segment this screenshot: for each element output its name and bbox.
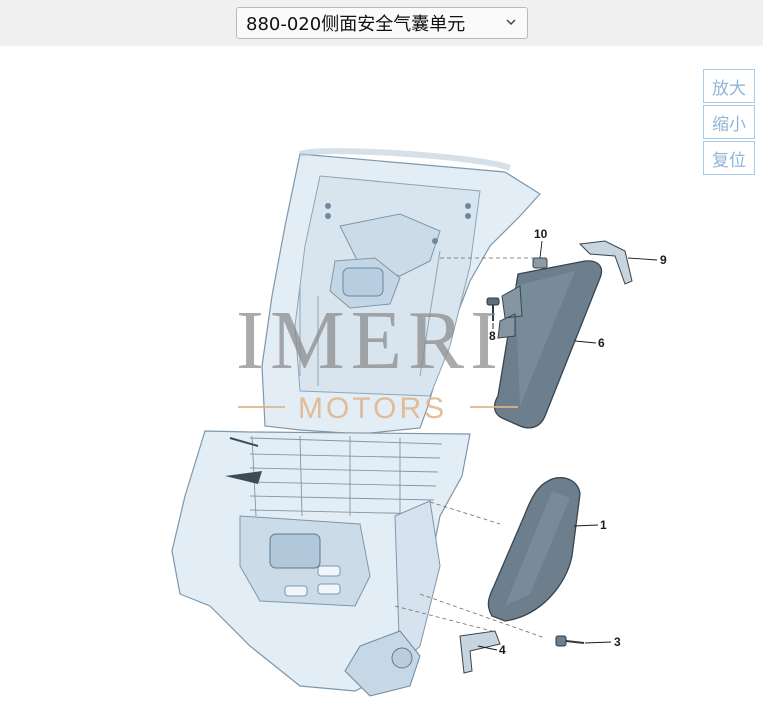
chevron-down-icon (506, 19, 516, 26)
callout-lines (477, 240, 658, 651)
callout-4: 4 (499, 643, 506, 657)
part-8-bolt[interactable] (486, 297, 500, 321)
callout-3: 3 (614, 635, 621, 649)
reset-zoom-button[interactable]: 复位 (703, 141, 755, 175)
watermark-text: IMERI (236, 294, 504, 387)
callout-6: 6 (598, 336, 605, 350)
top-toolbar: 880-020侧面安全气囊单元 (0, 0, 763, 46)
part-4-clip[interactable] (459, 630, 501, 674)
watermark-subtext: MOTORS (298, 392, 447, 425)
part-1-airbag-lower[interactable] (487, 477, 581, 622)
part-9-bracket[interactable] (578, 240, 633, 285)
zoom-in-button[interactable]: 放大 (703, 69, 755, 103)
diagram-select-value: 880-020侧面安全气囊单元 (246, 14, 466, 35)
part-3-screw[interactable] (555, 635, 585, 647)
callout-10: 10 (534, 227, 548, 241)
diagram-select[interactable]: 880-020侧面安全气囊单元 (236, 7, 528, 39)
leader-lines (394, 257, 546, 639)
callout-9: 9 (660, 253, 667, 267)
part-6-airbag-upper[interactable] (493, 260, 603, 429)
watermark-logo: IMERI MOTORS (236, 294, 518, 425)
callout-8: 8 (489, 329, 496, 343)
seat-cushion-frame (171, 430, 471, 697)
callout-numbers: 10 9 8 6 1 3 4 (489, 227, 667, 657)
part-10-nut[interactable] (532, 257, 548, 269)
seat-back-frame (261, 148, 541, 435)
zoom-out-button[interactable]: 缩小 (703, 105, 755, 139)
parts-diagram[interactable]: 10 9 8 6 1 3 4 IMERI MOTORS (0, 46, 763, 724)
zoom-controls: 放大 缩小 复位 (703, 69, 755, 177)
callout-1: 1 (600, 518, 607, 532)
